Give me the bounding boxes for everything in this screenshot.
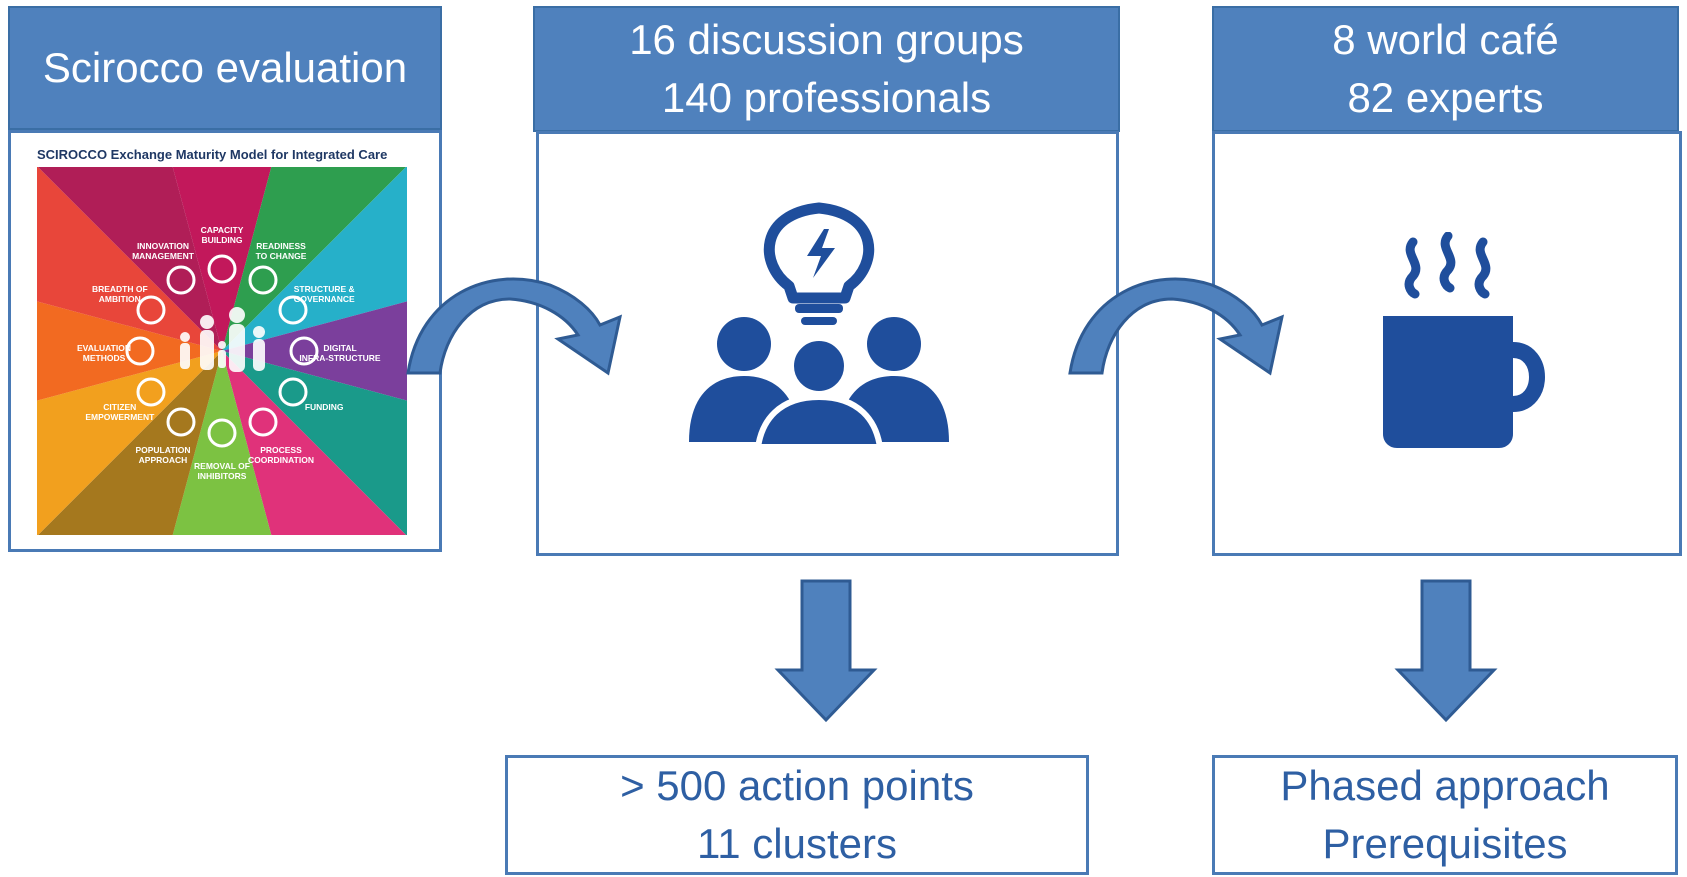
step2-panel bbox=[536, 131, 1119, 556]
family-figures-icon bbox=[180, 307, 265, 372]
wheel-segment bbox=[222, 167, 407, 351]
step2-title-line2: 140 professionals bbox=[661, 74, 992, 121]
maturity-model-title: SCIROCCO Exchange Maturity Model for Int… bbox=[37, 147, 388, 162]
wheel-segment bbox=[172, 351, 272, 535]
step1-header: Scirocco evaluation bbox=[8, 6, 442, 130]
wheel-segment-label: FUNDING bbox=[305, 402, 344, 412]
segment-icon bbox=[166, 407, 196, 437]
step3-title-line2: 82 experts bbox=[1347, 74, 1544, 121]
segment-icon bbox=[278, 377, 308, 407]
step3-output-line1: Phased approach bbox=[1280, 762, 1610, 809]
wheel-segment bbox=[37, 301, 222, 401]
segment-icon bbox=[248, 407, 278, 437]
step2-output-line2: 11 clusters bbox=[697, 820, 897, 867]
step3-title-line1: 8 world café bbox=[1332, 16, 1559, 63]
segment-icon bbox=[207, 418, 237, 448]
segment-icon bbox=[289, 336, 319, 366]
people-idea-icon bbox=[689, 202, 949, 444]
segment-icon bbox=[248, 265, 278, 295]
segment-icon bbox=[125, 336, 155, 366]
wheel-segment bbox=[222, 301, 407, 401]
curved-arrow-2 bbox=[1068, 277, 1285, 376]
step3-panel bbox=[1212, 131, 1682, 556]
down-arrow-1 bbox=[774, 579, 878, 723]
step2-header: 16 discussion groups 140 professionals bbox=[533, 6, 1120, 132]
segment-icon bbox=[166, 265, 196, 295]
wheel-segment bbox=[222, 351, 406, 535]
step2-title-line1: 16 discussion groups bbox=[629, 16, 1024, 63]
wheel-segment bbox=[38, 351, 222, 535]
step2-output-box: > 500 action points 11 clusters bbox=[505, 755, 1089, 875]
step1-title: Scirocco evaluation bbox=[42, 44, 408, 91]
wheel-segment bbox=[172, 167, 272, 351]
segment-icon bbox=[136, 377, 166, 407]
step2-output-line1: > 500 action points bbox=[620, 762, 974, 809]
wheel-segment bbox=[38, 167, 222, 351]
step3-header: 8 world café 82 experts bbox=[1212, 6, 1679, 132]
step1-panel: SCIROCCO Exchange Maturity Model for Int… bbox=[8, 130, 442, 552]
wheel-segment bbox=[37, 167, 222, 351]
segment-icon bbox=[136, 295, 166, 325]
down-arrow-2 bbox=[1394, 579, 1498, 723]
curved-arrow-1 bbox=[406, 277, 623, 376]
segment-icon bbox=[207, 254, 237, 284]
coffee-mug-icon bbox=[1383, 232, 1545, 448]
wheel-segment bbox=[222, 351, 407, 535]
step3-output-line2: Prerequisites bbox=[1322, 820, 1568, 867]
wheel-segment bbox=[37, 351, 222, 535]
wheel-segment bbox=[222, 167, 407, 351]
segment-icon bbox=[278, 295, 308, 325]
wheel-segment-label: STRUCTURE &GOVERNANCE bbox=[294, 284, 355, 304]
step3-output-box: Phased approach Prerequisites bbox=[1212, 755, 1678, 875]
